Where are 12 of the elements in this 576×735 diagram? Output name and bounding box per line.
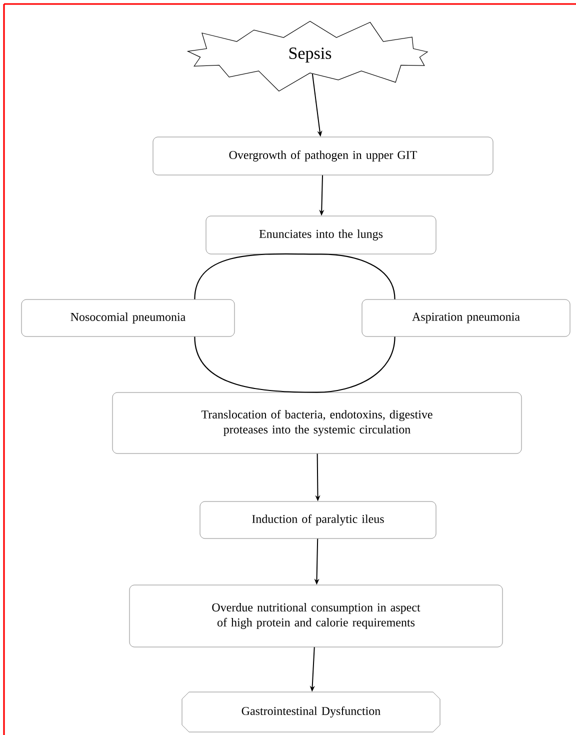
ring-arc [320, 254, 396, 300]
process-box: Translocation of bacteria, endotoxins, digestive proteases into the systemic circulation [112, 392, 522, 454]
ring-arc [194, 253, 321, 300]
ring-arc [316, 336, 396, 393]
process-box: Overdue nutritional consumption in aspect of high protein and calorie requirements [129, 584, 503, 648]
process-box: Nosocomial pneumonia [21, 299, 235, 337]
terminal-box: Gastrointestinal Dysfunction [182, 692, 440, 732]
process-box: Aspiration pneumonia [362, 299, 570, 337]
ring-arc [194, 336, 317, 393]
process-box: Overgrowth of pathogen in upper GIT [152, 136, 494, 176]
process-box: Enunciates into the lungs [206, 216, 436, 254]
process-box: Induction of paralytic ileus [200, 501, 436, 539]
